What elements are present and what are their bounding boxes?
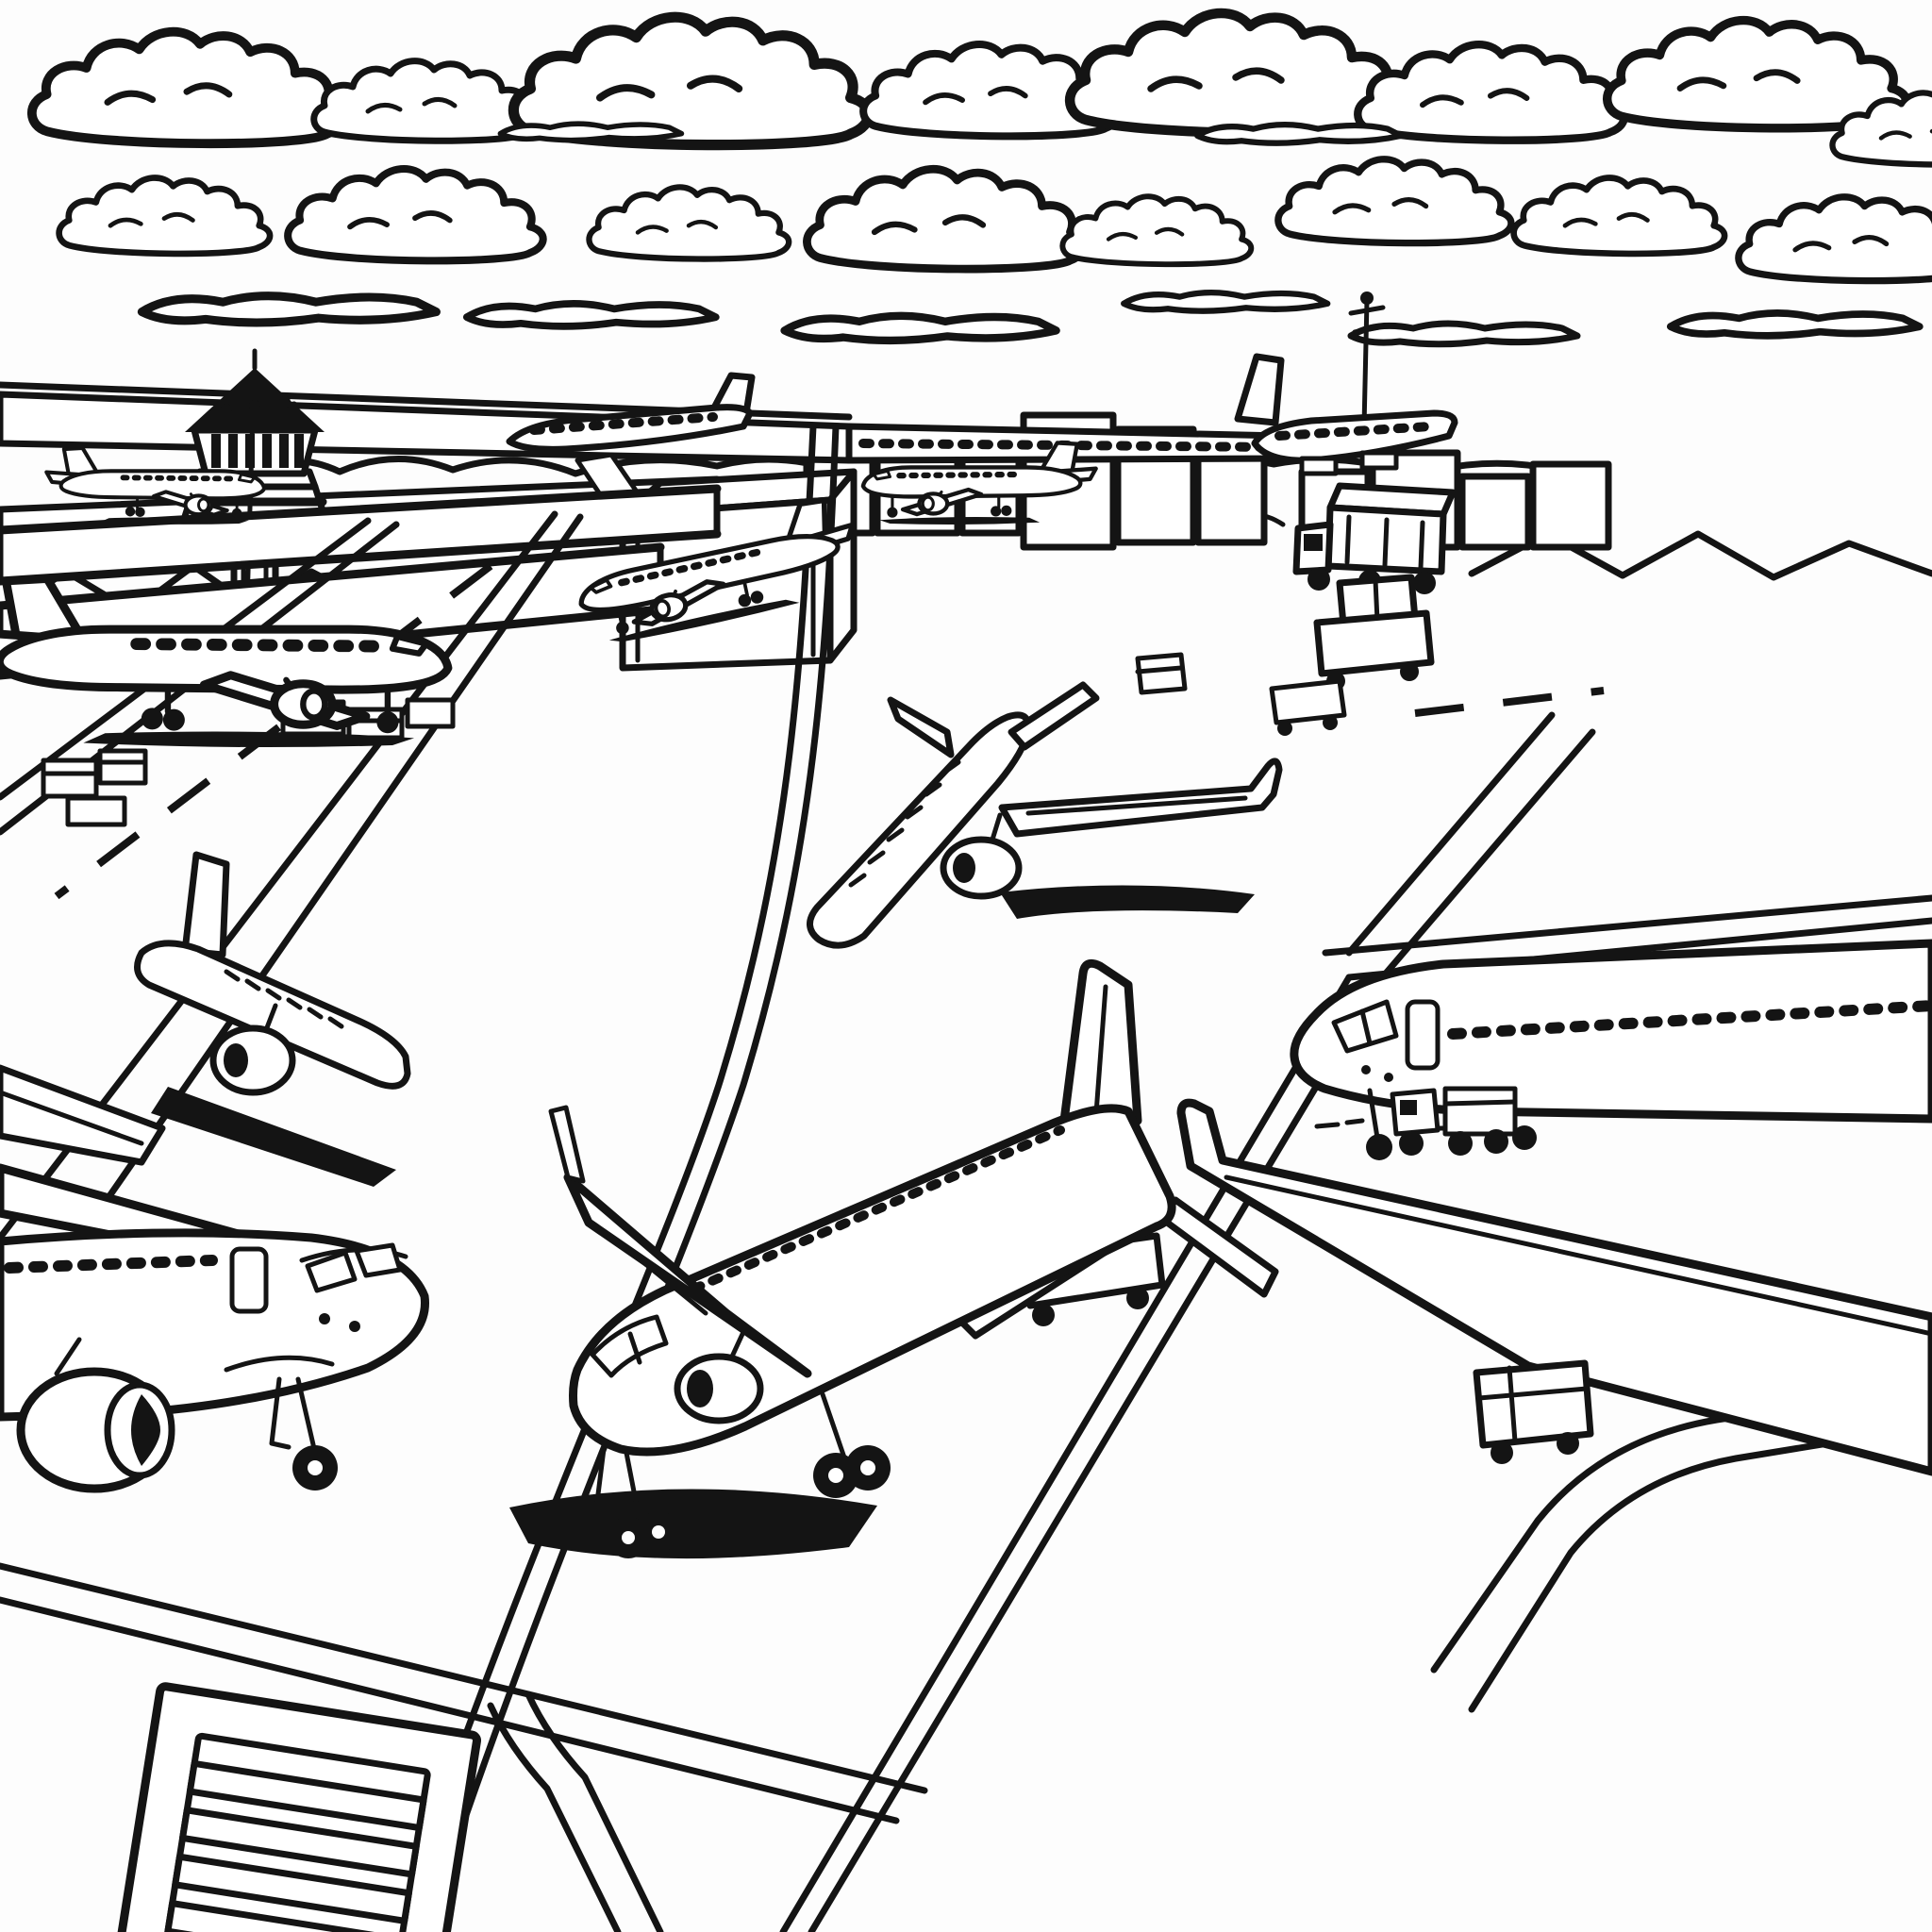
- luggage-boxes: [41, 697, 456, 827]
- vehicle-equipment-cart-right: [1473, 1359, 1594, 1464]
- vehicle-service-cube: [1135, 652, 1188, 695]
- hatched-pad: [112, 1682, 482, 1932]
- airplane: [506, 372, 756, 453]
- light-mast: [216, 396, 297, 607]
- airplane: [0, 1163, 429, 1493]
- vehicle-baggage-tug-train: [1314, 1086, 1537, 1156]
- cloud-icon: [32, 13, 1932, 281]
- airplane: [807, 681, 1283, 949]
- airplane: [509, 958, 1279, 1559]
- airplane: [1176, 939, 1932, 1476]
- vehicle-apron-cart: [1269, 678, 1347, 736]
- airplane: [0, 851, 411, 1187]
- vehicle-container-loader: [1313, 574, 1435, 691]
- vehicle-cargo-truck: [1292, 482, 1457, 594]
- dashed-centerline: [54, 562, 493, 900]
- airplane: [1234, 353, 1458, 476]
- antenna-mast: [1348, 291, 1386, 429]
